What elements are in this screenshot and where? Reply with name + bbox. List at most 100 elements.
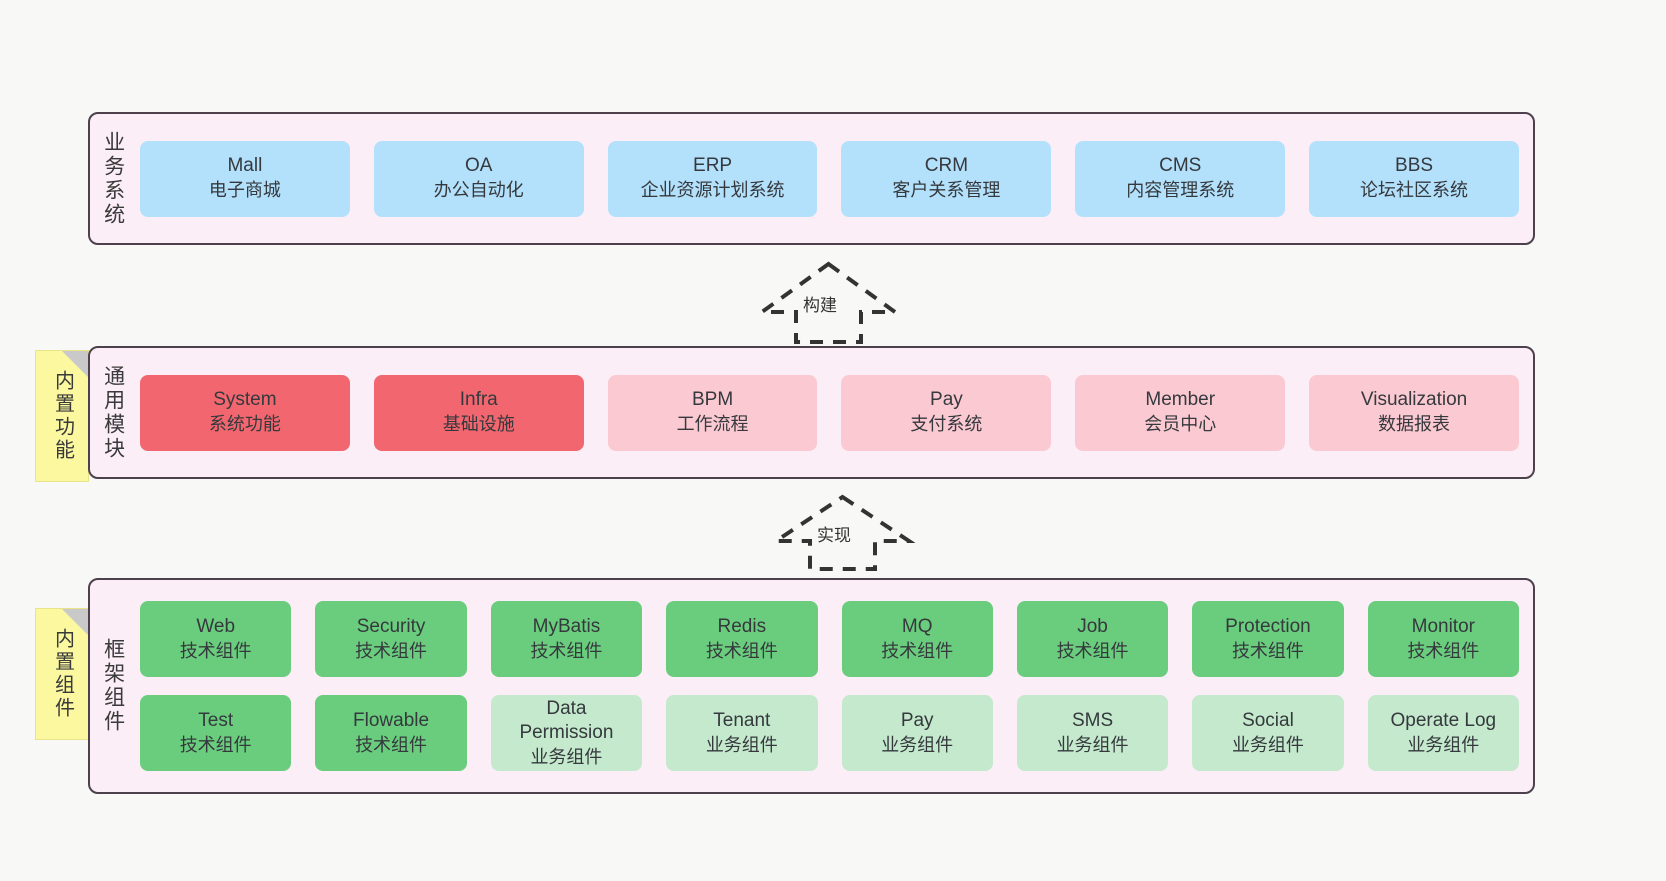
- card-name: Member: [1145, 389, 1216, 411]
- card-name: Security: [356, 615, 426, 637]
- card-redis[interactable]: Redis 技术组件: [666, 601, 818, 677]
- card-name: System: [213, 389, 277, 411]
- card-description: 电子商城: [208, 180, 281, 201]
- card-name: CMS: [1159, 155, 1202, 177]
- card-description: 业务组件: [1231, 734, 1304, 755]
- sticky-fold-corner-icon: [62, 609, 88, 635]
- card-description: 技术组件: [1056, 640, 1129, 661]
- card-name: Social: [1242, 709, 1294, 731]
- card-sms[interactable]: SMS 业务组件: [1016, 695, 1169, 771]
- build-arrow-label: 构建: [803, 296, 837, 315]
- card-system[interactable]: System 系统功能: [140, 374, 350, 451]
- card-description: 技术组件: [705, 640, 778, 661]
- module-layer-title-text: 通用模块: [101, 364, 125, 461]
- build-arrow: 构建: [756, 258, 901, 346]
- card-name: SMS: [1071, 709, 1114, 731]
- card-description: 技术组件: [1231, 640, 1304, 661]
- card-erp[interactable]: ERP 企业资源计划系统: [607, 140, 818, 217]
- card-description: 业务组件: [881, 734, 954, 755]
- card-name: Data: [546, 697, 587, 719]
- card-pay[interactable]: Pay 业务组件: [841, 695, 993, 771]
- card-description: 技术组件: [355, 640, 428, 661]
- card-name: MyBatis: [532, 615, 601, 637]
- card-description: 办公自动化: [433, 180, 524, 201]
- card-name-line2: Permission: [519, 722, 614, 744]
- card-description: 技术组件: [530, 640, 603, 661]
- card-description: 技术组件: [881, 640, 954, 661]
- card-name: MQ: [901, 615, 933, 637]
- implement-arrow: 实现: [770, 491, 915, 573]
- card-name: Web: [196, 615, 236, 637]
- card-name: Protection: [1225, 615, 1311, 637]
- card-name: Visualization: [1360, 389, 1468, 411]
- card-visualization[interactable]: Visualization 数据报表: [1309, 374, 1519, 451]
- sticky-builtin-function: 内置功能: [35, 350, 89, 482]
- card-description: 技术组件: [1407, 640, 1480, 661]
- card-name: Monitor: [1411, 615, 1475, 637]
- card-name: ERP: [693, 155, 733, 177]
- module-layer-title: 通用模块: [90, 348, 136, 477]
- card-name: Test: [198, 709, 234, 731]
- card-name: Flowable: [353, 709, 430, 731]
- card-description: 会员中心: [1144, 414, 1217, 435]
- business-layer-title-text: 业务系统: [101, 130, 125, 227]
- business-layer-title: 业务系统: [90, 114, 136, 243]
- card-name: Redis: [717, 615, 767, 637]
- card-name: CRM: [924, 155, 969, 177]
- card-description: 客户关系管理: [892, 180, 1001, 201]
- implement-arrow-shape: [770, 494, 915, 571]
- business-system-layer: 业务系统 Mall 电子商城 OA 办公自动化 ERP 企业资源计划系统 CRM 客户关系管理…: [88, 112, 1535, 245]
- card-name: BPM: [691, 389, 734, 411]
- card-description: 数据报表: [1378, 414, 1451, 435]
- sticky-builtin-function-text: 内置功能: [51, 370, 74, 462]
- card-social[interactable]: Social 业务组件: [1192, 695, 1344, 771]
- card-description: 支付系统: [910, 414, 983, 435]
- card-name: Tenant: [713, 709, 771, 731]
- card-protection[interactable]: Protection 技术组件: [1192, 601, 1344, 677]
- card-name: OA: [465, 155, 493, 177]
- card-description: 技术组件: [179, 734, 252, 755]
- card-tenant[interactable]: Tenant 业务组件: [666, 695, 818, 771]
- card-name: Pay: [900, 709, 934, 731]
- sticky-fold-corner-icon: [62, 351, 88, 377]
- card-name: Mall: [227, 155, 263, 177]
- card-description: 企业资源计划系统: [640, 180, 785, 201]
- card-description: 系统功能: [208, 414, 281, 435]
- sticky-builtin-component-text: 内置组件: [51, 628, 74, 720]
- sticky-builtin-component: 内置组件: [35, 608, 89, 740]
- card-test[interactable]: Test 技术组件: [140, 695, 292, 771]
- card-description: 业务组件: [1056, 734, 1129, 755]
- card-pay[interactable]: Pay 支付系统: [841, 374, 1052, 451]
- card-name: Pay: [930, 389, 963, 411]
- card-description: 业务组件: [705, 734, 778, 755]
- card-mybatis[interactable]: MyBatis 技术组件: [490, 601, 643, 677]
- card-oa[interactable]: OA 办公自动化: [373, 140, 584, 217]
- card-mq[interactable]: MQ 技术组件: [841, 601, 993, 677]
- card-member[interactable]: Member 会员中心: [1075, 374, 1286, 451]
- card-crm[interactable]: CRM 客户关系管理: [841, 140, 1052, 217]
- implement-arrow-label: 实现: [817, 526, 851, 545]
- card-name: Job: [1077, 615, 1108, 637]
- framework-layer-title-text: 框架组件: [101, 638, 125, 734]
- card-description: 业务组件: [530, 747, 603, 767]
- card-mall[interactable]: Mall 电子商城: [140, 140, 350, 217]
- card-security[interactable]: Security 技术组件: [315, 601, 467, 677]
- card-monitor[interactable]: Monitor 技术组件: [1367, 601, 1519, 677]
- card-job[interactable]: Job 技术组件: [1016, 601, 1169, 677]
- card-name: Operate Log: [1390, 709, 1497, 731]
